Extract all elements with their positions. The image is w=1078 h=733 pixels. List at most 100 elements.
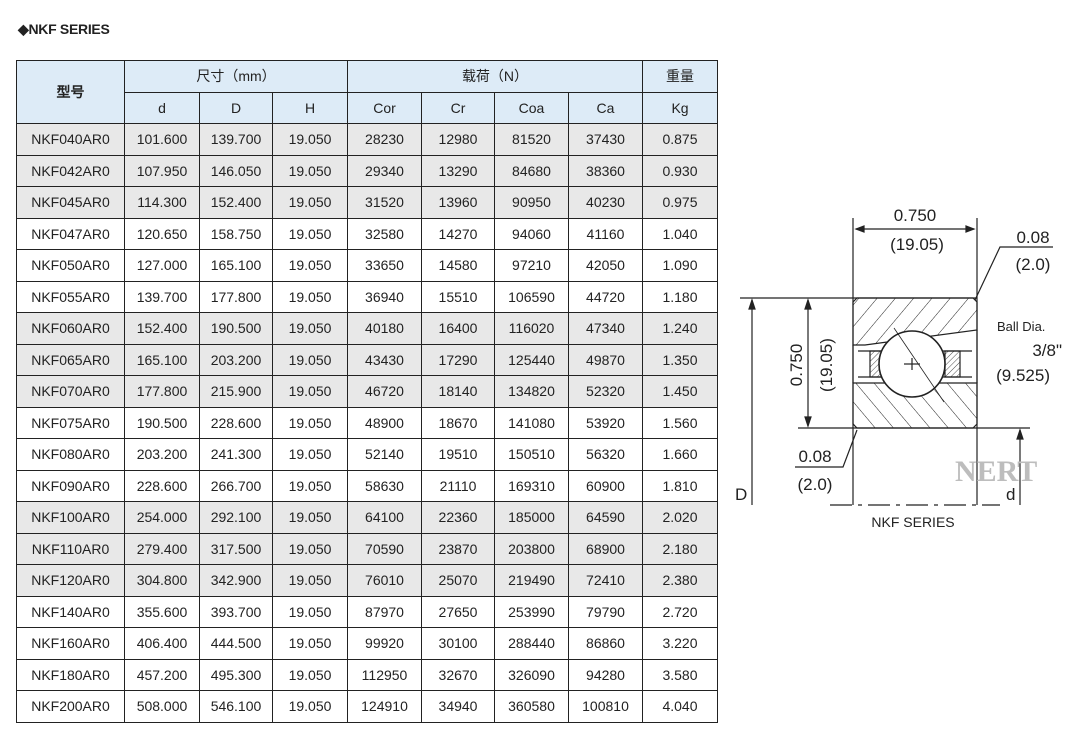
value-cell: 38360 (568, 154, 643, 187)
value-cell: 114.300 (124, 186, 200, 219)
value-cell: 228.600 (199, 406, 273, 439)
value-cell: 43430 (347, 343, 422, 376)
value-cell: 0.975 (642, 186, 718, 219)
value-cell: 120.650 (124, 217, 200, 250)
value-cell: 228.600 (124, 469, 200, 502)
value-cell: 17290 (421, 343, 495, 376)
value-cell: 393.700 (199, 595, 273, 628)
outer-diameter-label: D (735, 485, 747, 504)
value-cell: 116020 (494, 312, 569, 345)
value-cell: 19.050 (272, 249, 348, 282)
value-cell: 19.050 (272, 312, 348, 345)
value-cell: 2.720 (642, 595, 718, 628)
value-cell: 19.050 (272, 501, 348, 534)
model-cell: NKF080AR0 (16, 438, 125, 471)
section-title: ◆NKF SERIES (18, 21, 110, 37)
value-cell: 12980 (421, 123, 495, 156)
value-cell: 253990 (494, 595, 569, 628)
ball-dia-label: Ball Dia. (997, 319, 1045, 334)
value-cell: 2.180 (642, 532, 718, 565)
value-cell: 152.400 (199, 186, 273, 219)
value-cell: 326090 (494, 658, 569, 691)
value-cell: 90950 (494, 186, 569, 219)
value-cell: 1.090 (642, 249, 718, 282)
value-cell: 107.950 (124, 154, 200, 187)
model-cell: NKF045AR0 (16, 186, 125, 219)
value-cell: 288440 (494, 627, 569, 660)
value-cell: 14580 (421, 249, 495, 282)
model-cell: NKF180AR0 (16, 658, 125, 691)
value-cell: 19510 (421, 438, 495, 471)
value-cell: 355.600 (124, 595, 200, 628)
value-cell: 190.500 (124, 406, 200, 439)
value-cell: 22360 (421, 501, 495, 534)
value-cell: 18670 (421, 406, 495, 439)
value-cell: 146.050 (199, 154, 273, 187)
value-cell: 203.200 (124, 438, 200, 471)
value-cell: 19.050 (272, 627, 348, 660)
value-cell: 81520 (494, 123, 569, 156)
value-cell: 60900 (568, 469, 643, 502)
value-cell: 14270 (421, 217, 495, 250)
value-cell: 1.450 (642, 375, 718, 408)
value-cell: 40180 (347, 312, 422, 345)
column-header-kg: Kg (642, 91, 718, 124)
value-cell: 87970 (347, 595, 422, 628)
value-cell: 19.050 (272, 438, 348, 471)
value-cell: 52140 (347, 438, 422, 471)
value-cell: 152.400 (124, 312, 200, 345)
value-cell: 317.500 (199, 532, 273, 565)
value-cell: 34940 (421, 690, 495, 723)
value-cell: 1.350 (642, 343, 718, 376)
column-header-ca: Ca (568, 91, 643, 124)
value-cell: 19.050 (272, 123, 348, 156)
value-cell: 18140 (421, 375, 495, 408)
chamfer-top-in: 0.08 (1016, 228, 1049, 247)
value-cell: 19.050 (272, 406, 348, 439)
header-weight: 重量 (642, 60, 718, 93)
value-cell: 94060 (494, 217, 569, 250)
width-in: 0.750 (894, 206, 937, 225)
value-cell: 1.810 (642, 469, 718, 502)
chamfer-bottom-in: 0.08 (798, 447, 831, 466)
value-cell: 15510 (421, 280, 495, 313)
value-cell: 190.500 (199, 312, 273, 345)
model-cell: NKF040AR0 (16, 123, 125, 156)
value-cell: 100810 (568, 690, 643, 723)
value-cell: 508.000 (124, 690, 200, 723)
value-cell: 72410 (568, 564, 643, 597)
column-header-coa: Coa (494, 91, 569, 124)
value-cell: 19.050 (272, 186, 348, 219)
value-cell: 2.020 (642, 501, 718, 534)
value-cell: 49870 (568, 343, 643, 376)
value-cell: 219490 (494, 564, 569, 597)
value-cell: 203800 (494, 532, 569, 565)
value-cell: 19.050 (272, 217, 348, 250)
model-cell: NKF090AR0 (16, 469, 125, 502)
column-header-cr: Cr (421, 91, 495, 124)
value-cell: 546.100 (199, 690, 273, 723)
column-header-h: H (272, 91, 348, 124)
value-cell: 158.750 (199, 217, 273, 250)
model-cell: NKF065AR0 (16, 343, 125, 376)
height-mm: (19.05) (817, 338, 836, 392)
value-cell: 101.600 (124, 123, 200, 156)
watermark: NERT (955, 455, 1037, 488)
value-cell: 53920 (568, 406, 643, 439)
bearing-diagram: 0.750 (19.05) 0.08 (2.0) 0.750 (19.05) 0… (735, 206, 1062, 530)
value-cell: 1.240 (642, 312, 718, 345)
value-cell: 25070 (421, 564, 495, 597)
model-cell: NKF200AR0 (16, 690, 125, 723)
value-cell: 185000 (494, 501, 569, 534)
height-in: 0.750 (787, 344, 806, 387)
column-header-cor: Cor (347, 91, 422, 124)
value-cell: 40230 (568, 186, 643, 219)
